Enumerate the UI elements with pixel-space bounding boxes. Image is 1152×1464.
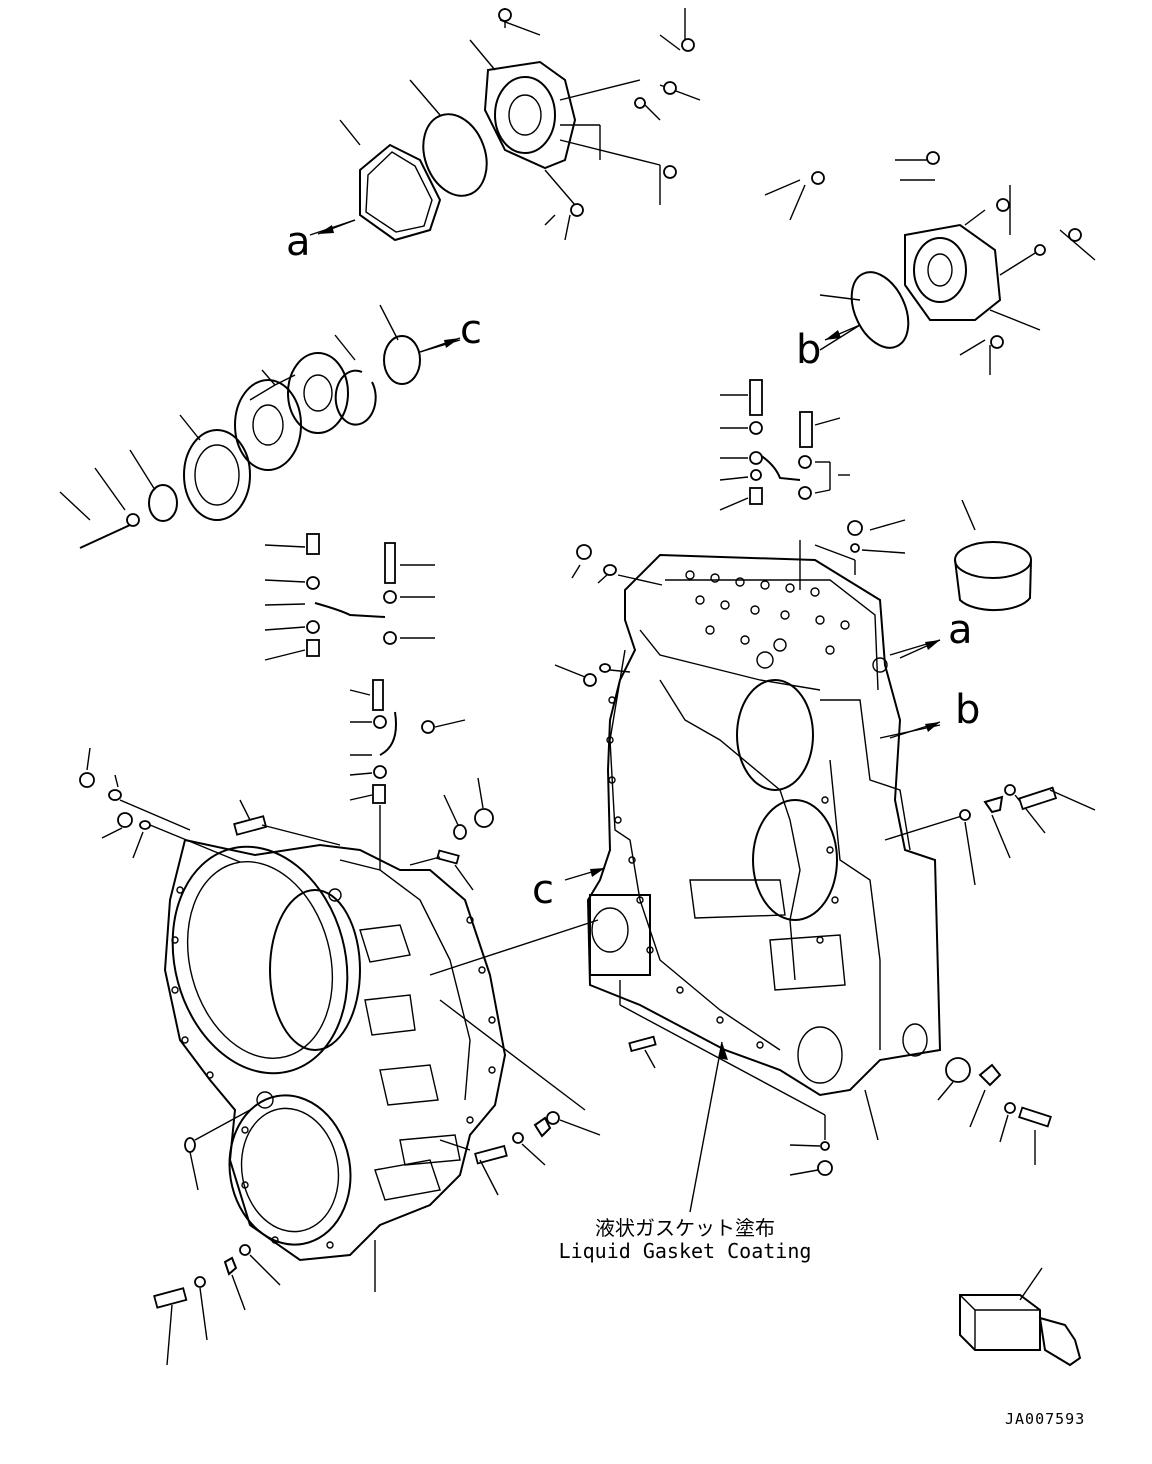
top-cover-assembly bbox=[359, 60, 577, 242]
gasket-note: 液状ガスケット塗布 Liquid Gasket Coating bbox=[550, 1217, 820, 1263]
ref-letter-a-right: a bbox=[948, 607, 973, 653]
right-tube-stack bbox=[719, 379, 906, 590]
front-housing-leaders bbox=[79, 747, 601, 1366]
ref-letter-c-top: c bbox=[460, 307, 482, 353]
ref-letter-b-right: b bbox=[955, 687, 981, 733]
main-transmission-case bbox=[586, 553, 942, 1097]
ref-letter-a-top: a bbox=[286, 219, 311, 265]
bearing-stack bbox=[59, 304, 461, 549]
main-case-leaders bbox=[554, 544, 1096, 1176]
case-flange-bolts bbox=[606, 696, 839, 1049]
ref-letter-c-mid: c bbox=[532, 867, 554, 913]
ref-letter-b-top: b bbox=[796, 327, 822, 373]
seal-ring bbox=[954, 499, 1032, 612]
right-cover-assembly bbox=[764, 151, 1096, 375]
top-cover-leaders bbox=[309, 8, 701, 241]
housing-flange-bolts bbox=[171, 886, 496, 1249]
view-direction-symbol bbox=[959, 1267, 1082, 1367]
front-housing bbox=[163, 838, 507, 1262]
gasket-note-japanese: 液状ガスケット塗布 bbox=[595, 1216, 775, 1240]
gasket-note-leader bbox=[689, 1041, 728, 1213]
gasket-note-english: Liquid Gasket Coating bbox=[558, 1239, 812, 1263]
drawing-code: JA007593 bbox=[1005, 1410, 1086, 1428]
reference-arrows bbox=[317, 219, 941, 881]
center-tube-stack bbox=[264, 533, 466, 870]
case-top-holes bbox=[685, 570, 888, 673]
